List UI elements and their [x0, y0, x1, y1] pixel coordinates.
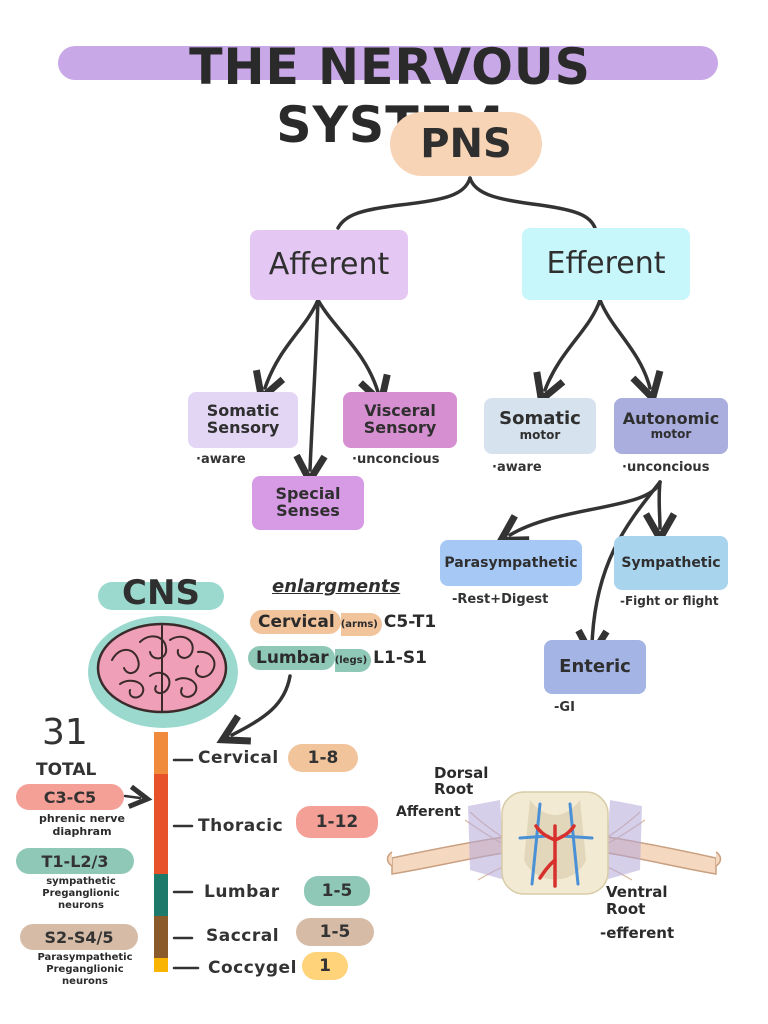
segment-saccral-label: Saccral	[206, 926, 280, 946]
sympathetic-label: Sympathetic	[621, 554, 721, 571]
segment-coccygel-range: 1	[302, 952, 348, 980]
segment-thoracic-label: Thoracic	[198, 816, 284, 836]
somatic-motor-node: Somatic motor	[484, 398, 596, 454]
cns-node: CNS	[98, 575, 224, 611]
enlargement-cervical-part: (arms)	[340, 613, 382, 636]
visceral-sensory-label: Visceral Sensory	[363, 401, 437, 437]
side-note-s2-s4: S2-S4/5	[20, 924, 138, 950]
enteric-label: Enteric	[559, 655, 631, 677]
segment-saccral-range: 1-5	[296, 918, 374, 946]
somatic-sensory-note: ·aware	[196, 452, 246, 467]
somatic-sensory-node: Somatic Sensory	[188, 392, 298, 448]
title-highlight	[58, 46, 718, 80]
parasympathetic-label: Parasympathetic	[444, 554, 578, 571]
somatic-motor-note: ·aware	[492, 460, 542, 475]
efferent-node: Efferent	[522, 228, 690, 300]
afferent-node: Afferent	[250, 230, 408, 300]
side-note-t1-l2: T1-L2/3	[16, 848, 134, 874]
enteric-node: Enteric	[544, 640, 646, 694]
cns-label: CNS	[122, 573, 200, 614]
enlargement-lumbar-part: (legs)	[334, 649, 372, 672]
special-senses-label: Special Senses	[275, 484, 341, 520]
enlargements-title: enlargments	[272, 576, 401, 597]
efferent-label: Efferent	[546, 246, 666, 282]
side-note-c3-c5: C3-C5	[16, 784, 124, 810]
pns-node: PNS	[390, 112, 542, 176]
somatic-sensory-label: Somatic Sensory	[206, 401, 280, 437]
total-number: 31	[42, 712, 88, 753]
enteric-note: -GI	[554, 700, 575, 715]
side-note-s2-s4-desc: Parasympathetic Preganglionic neurons	[37, 952, 133, 987]
side-note-c3-c5-desc: phrenic nerve diaphram	[39, 812, 125, 839]
enlargement-lumbar-range: L1-S1	[373, 648, 427, 668]
parasympathetic-note: -Rest+Digest	[452, 592, 549, 607]
dorsal-root-label: Dorsal Root	[434, 764, 489, 798]
visceral-sensory-node: Visceral Sensory	[343, 392, 457, 448]
autonomic-motor-node: Autonomic motor	[614, 398, 728, 454]
segment-coccygel-label: Coccygel	[208, 958, 297, 978]
autonomic-motor-note: ·unconcious	[622, 460, 710, 475]
afferent-label: Afferent	[268, 247, 390, 283]
segment-lumbar-range: 1-5	[304, 876, 370, 906]
ventral-root-sub: -efferent	[600, 924, 675, 942]
enlargement-lumbar-region: Lumbar	[248, 646, 335, 670]
pns-label: PNS	[420, 121, 512, 167]
total-label: TOTAL	[36, 760, 97, 780]
somatic-motor-label: Somatic	[499, 408, 581, 430]
brain-halo	[88, 616, 238, 728]
segment-thoracic-range: 1-12	[296, 806, 378, 838]
visceral-sensory-note: ·unconcious	[352, 452, 440, 467]
parasympathetic-node: Parasympathetic	[440, 540, 582, 586]
enlargement-cervical-range: C5-T1	[383, 612, 437, 632]
enlargement-cervical-region: Cervical	[250, 610, 341, 634]
segment-cervical-range: 1-8	[288, 744, 358, 772]
sympathetic-node: Sympathetic	[614, 536, 728, 590]
segment-lumbar-label: Lumbar	[204, 882, 280, 902]
autonomic-motor-label: Autonomic	[622, 409, 720, 429]
special-senses-node: Special Senses	[252, 476, 364, 530]
enlargement-lumbar: Lumbar(legs)L1-S1	[248, 646, 427, 672]
segment-cervical-label: Cervical	[198, 748, 279, 768]
somatic-motor-sub: motor	[519, 428, 561, 443]
dorsal-root-sub: Afferent	[396, 804, 461, 820]
spinal-cord-column	[154, 732, 168, 972]
enlargement-cervical: Cervical(arms)C5-T1	[250, 610, 437, 636]
ventral-root-label: Ventral Root	[606, 883, 668, 918]
sympathetic-note: -Fight or flight	[620, 594, 719, 608]
side-note-t1-l2-desc: sympathetic Preganglionic neurons	[42, 876, 120, 911]
autonomic-motor-sub: motor	[650, 427, 692, 442]
